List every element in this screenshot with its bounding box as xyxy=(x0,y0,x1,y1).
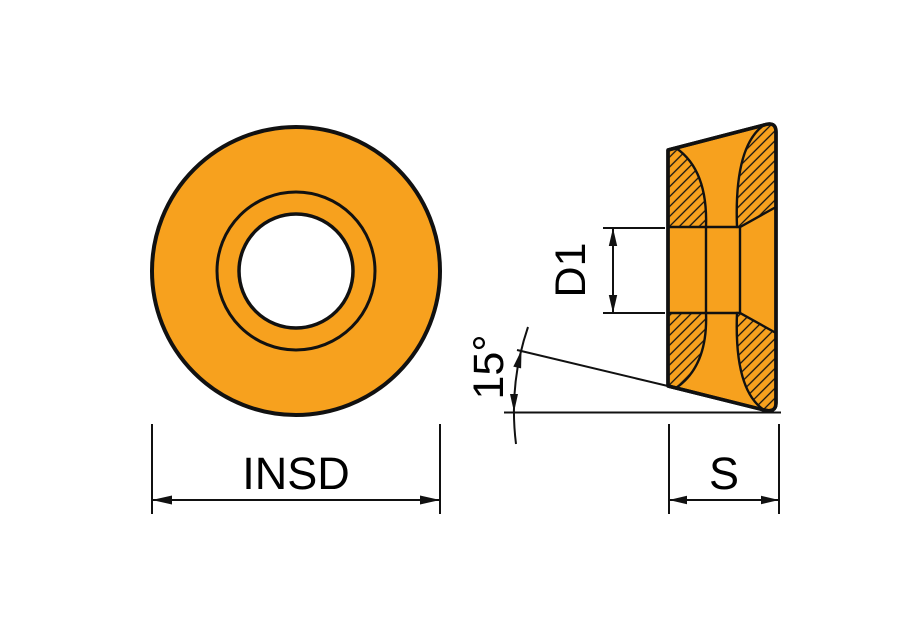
contour-line xyxy=(674,311,708,390)
angle-arc xyxy=(513,326,529,445)
arc-arrowhead-lower xyxy=(510,394,518,412)
angle-label: 15° xyxy=(465,334,513,399)
hatch-region-bottom-left xyxy=(668,313,707,388)
contour-line xyxy=(674,146,708,229)
d1-label: D1 xyxy=(547,243,595,298)
insert-chamfer-circle xyxy=(215,190,377,352)
hatch-region-top-left xyxy=(668,148,707,227)
s-label: S xyxy=(709,448,739,499)
arrowhead-right xyxy=(420,495,440,505)
arrowhead-left xyxy=(669,495,687,505)
clearance-angle-dimension: 15° xyxy=(465,326,781,445)
arrowhead-left xyxy=(152,495,172,505)
side-contours xyxy=(666,123,778,412)
angle-slant-line xyxy=(516,349,673,388)
arrowhead-down xyxy=(608,295,618,313)
front-view xyxy=(150,125,442,417)
s-dimension: S xyxy=(668,424,780,514)
d1-dimension: D1 xyxy=(547,227,665,314)
hatch-region-top-right xyxy=(736,123,776,227)
arrowhead-up xyxy=(608,228,618,246)
insd-dimension: INSD xyxy=(151,424,441,514)
side-view xyxy=(666,122,778,413)
arc-arrowhead-upper xyxy=(513,350,522,369)
side-outline-overstroke xyxy=(666,122,778,413)
hatch-region-bottom-right xyxy=(736,313,776,411)
insd-label: INSD xyxy=(242,448,350,499)
insert-hole-circle xyxy=(237,212,355,330)
contour-line xyxy=(735,123,766,229)
section-hatching xyxy=(668,123,776,411)
contour-line xyxy=(735,311,766,412)
arrowhead-right xyxy=(761,495,779,505)
